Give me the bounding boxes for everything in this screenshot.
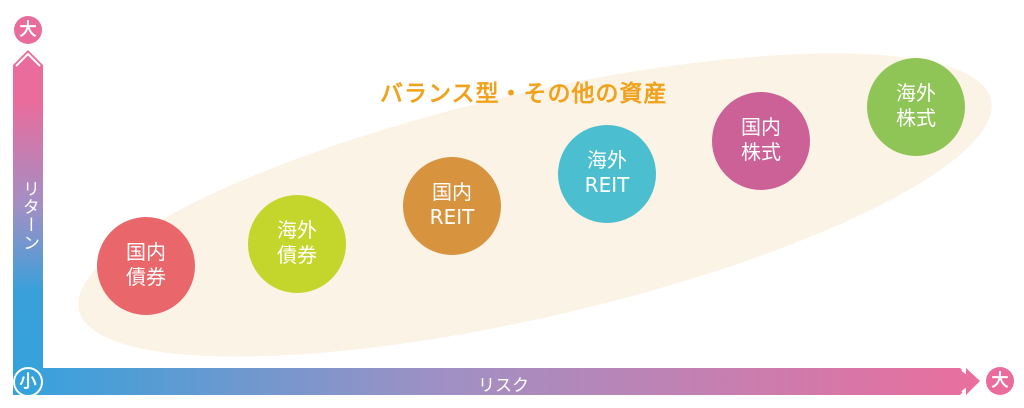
x-axis-tip (966, 368, 980, 395)
y-axis-max-badge: 大 (14, 16, 42, 44)
y-axis-arrow (13, 50, 43, 395)
asset-label: 海外株式 (866, 81, 966, 131)
origin-badge: 小 (13, 367, 43, 397)
asset-label: 海外債券 (247, 218, 347, 268)
asset-label-line2: REIT (584, 173, 630, 197)
asset-circle (712, 92, 810, 190)
x-axis-label: リスク (478, 376, 529, 396)
x-axis-max-badge: 大 (986, 367, 1014, 395)
asset-label-line2: 債券 (126, 265, 166, 289)
asset-label-line1: 海外 (277, 218, 317, 242)
asset-circle (248, 195, 346, 293)
asset-label-line1: 海外 (587, 148, 627, 172)
asset-label-line2: 債券 (277, 243, 317, 267)
group-ellipse (78, 53, 992, 357)
y-axis-label: リターン (19, 180, 39, 252)
asset-label-line1: 国内 (741, 115, 781, 139)
asset-circle (558, 125, 656, 223)
asset-circle (97, 217, 195, 315)
asset-circle (867, 58, 965, 156)
asset-label: 国内株式 (711, 115, 811, 165)
x-axis-arrow (13, 368, 975, 395)
asset-label: 国内債券 (96, 240, 196, 290)
asset-label-line1: 海外 (896, 81, 936, 105)
asset-label-line1: 国内 (126, 240, 166, 264)
y-axis-chevron (15, 52, 41, 67)
asset-label-line2: 株式 (896, 106, 936, 130)
group-label: バランス型・その他の資産 (380, 81, 668, 107)
asset-label-line2: 株式 (741, 140, 781, 164)
asset-label-line1: 国内 (432, 180, 472, 204)
asset-label-line2: REIT (429, 205, 475, 229)
asset-circle (403, 157, 501, 255)
